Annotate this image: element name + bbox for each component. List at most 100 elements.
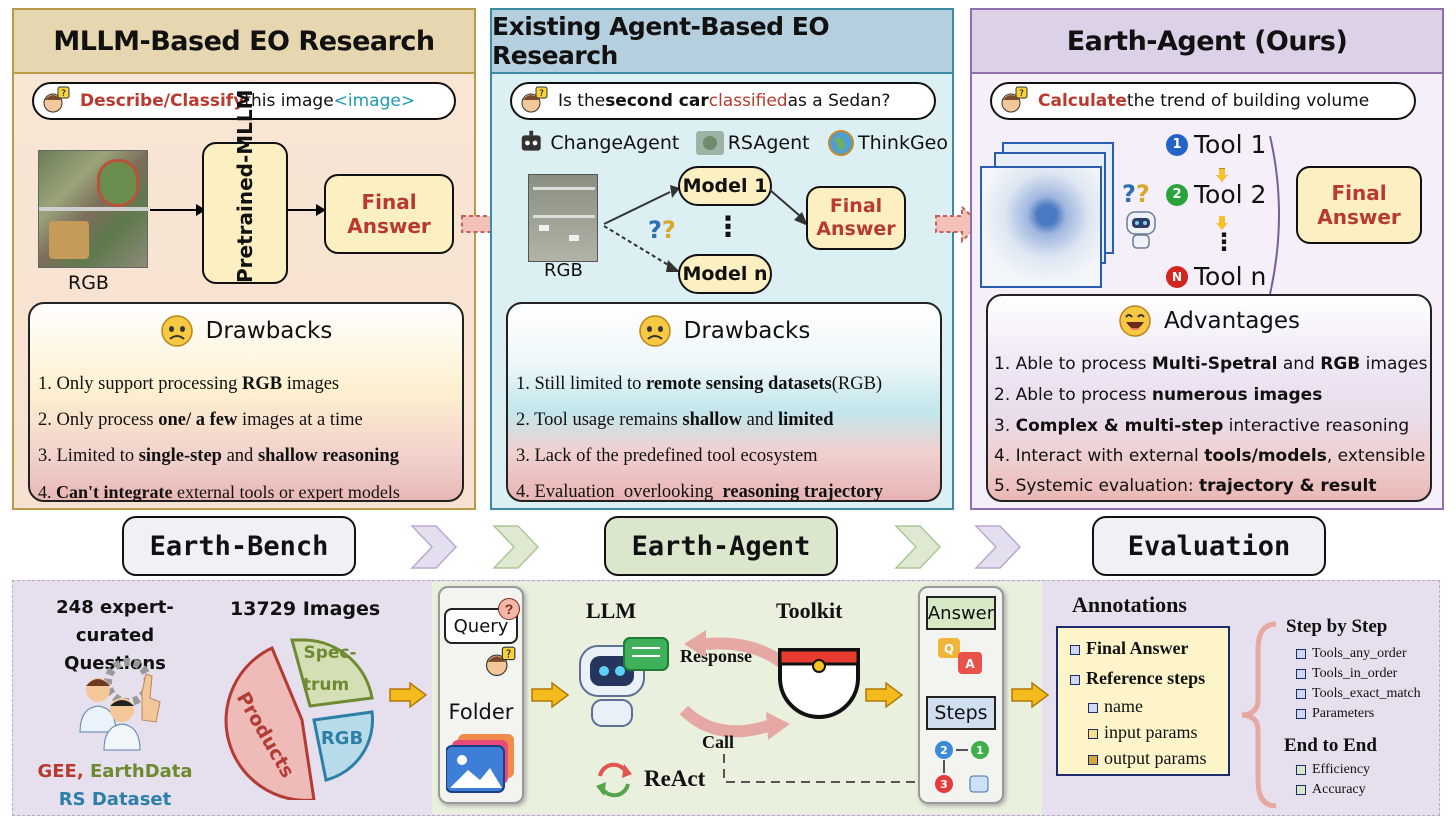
drawbacks-box: Drawbacks 1. Only support processing RGB… (28, 302, 464, 502)
robot-icon (1126, 211, 1156, 249)
query-action: Describe/Classify (80, 91, 245, 111)
checkbox-icon (1088, 702, 1098, 713)
checkbox-icon (1088, 728, 1098, 739)
arrow-right-icon (389, 682, 428, 708)
checkbox-icon (1296, 784, 1306, 795)
metric-item: Tools_exact_match (1296, 686, 1421, 702)
pretrained-mllm-box: Pretrained-MLLM (202, 89, 288, 284)
list-item: 4. Evaluation overlooking reasoning traj… (516, 482, 884, 502)
annotations-title: Annotations (1072, 592, 1187, 617)
checkbox-icon (1070, 674, 1080, 685)
chevron-right-icon (974, 525, 1022, 569)
checkbox-icon (1296, 648, 1306, 659)
list-item: 3. Lack of the predefined tool ecosystem (516, 446, 818, 466)
vertical-dots: ⋮ (1212, 228, 1236, 256)
agent-name: ChangeAgent (550, 132, 680, 154)
worried-face-icon (160, 315, 193, 347)
metric-item: Accuracy (1296, 782, 1366, 798)
llm-robot-icon (579, 637, 669, 727)
list-item: 5. Systemic evaluation: trajectory & res… (994, 476, 1377, 496)
query-bubble: ? Describe/Classify this image <image> (32, 82, 456, 120)
llm-label: LLM (586, 598, 637, 623)
checkbox-icon (1296, 764, 1306, 775)
svg-text:3: 3 (940, 778, 948, 791)
annotation-final-answer: Final Answer (1070, 638, 1189, 659)
pie-label-spectrum: Spec- (303, 643, 356, 663)
chevron-right-icon (894, 525, 942, 569)
metric-item: Parameters (1296, 706, 1374, 722)
rgb-satellite-image (38, 150, 149, 268)
metric-item: Efficiency (1296, 762, 1370, 778)
pie-label-spectrum-2: trum (303, 675, 349, 695)
chevron-right-icon (492, 525, 540, 569)
query-rest: this image (244, 91, 334, 111)
annotation-reference-steps: Reference steps (1070, 668, 1205, 689)
vertical-dots: ⋮ (714, 210, 742, 243)
experts-icon (79, 658, 161, 751)
panel-existing-agents: Existing Agent-Based EO Research ? Is th… (490, 8, 954, 510)
list-item: 3. Complex & multi-step interactive reas… (994, 416, 1410, 436)
satellite-photo-icon (696, 131, 724, 155)
drawbacks-box: Drawbacks 1. Still limited to remote sen… (506, 302, 942, 502)
down-arrow-icon (1216, 168, 1228, 182)
image-gallery-icon (446, 734, 514, 793)
confused-user-icon: ? (521, 86, 548, 113)
query-text: Is the (558, 91, 606, 111)
list-item: 2. Tool usage remains shallow and limite… (516, 410, 834, 430)
robot-icon (521, 130, 541, 151)
svg-text:?: ? (1019, 89, 1024, 99)
svg-text:?: ? (539, 89, 544, 99)
step-by-step-title: Step by Step (1286, 616, 1388, 637)
checkbox-icon (1296, 688, 1306, 699)
agent-list: ChangeAgent RSAgent ThinkGeo (518, 128, 948, 158)
svg-text:2: 2 (940, 744, 948, 757)
svg-text:Q: Q (944, 642, 954, 656)
query-token: <image> (333, 91, 416, 111)
pie-label-rgb: RGB (321, 728, 363, 749)
final-answer-box: Final Answer (324, 174, 454, 254)
dashed-arrow (723, 754, 934, 788)
bracket (1269, 135, 1280, 295)
curly-brace (1241, 621, 1277, 809)
list-item: 1. Only support processing RGB images (38, 374, 340, 394)
chevron-right-icon (410, 525, 458, 569)
questions-count: 248 expert-curated (56, 597, 174, 646)
source-earthdata: EarthData (83, 761, 193, 782)
checkbox-icon (1088, 754, 1098, 765)
answer-tag: Answer (926, 596, 996, 630)
confused-user-icon: ? (485, 646, 516, 677)
model-label: Pretrained-MLLM (233, 89, 257, 283)
advantages-title: Advantages (1163, 308, 1301, 334)
svg-text:?: ? (61, 89, 66, 99)
data-sources: GEE, EarthData RS Dataset (20, 758, 210, 814)
list-item: 3. Limited to single-step and shallow re… (38, 446, 399, 466)
agent-name: ThinkGeo (857, 132, 948, 154)
checkbox-icon (1070, 644, 1080, 655)
query-highlight: classified (708, 91, 788, 111)
stage-evaluation: Evaluation (1092, 516, 1326, 576)
list-item: 1. Still limited to remote sensing datas… (516, 374, 883, 394)
drawbacks-title: Drawbacks (205, 318, 333, 344)
drawbacks-title: Drawbacks (683, 318, 811, 344)
advantages-box: Advantages 1. Able to process Multi-Spet… (986, 294, 1432, 502)
questions-label: 248 expert-curated Questions (20, 594, 210, 678)
qa-chat-icon: QA (938, 638, 982, 674)
number-badge-icon: 1 (1166, 133, 1188, 156)
image-stack (980, 142, 1120, 292)
checkbox-icon (1296, 708, 1306, 719)
agent-name: RSAgent (727, 132, 810, 154)
number-badge-icon: N (1166, 265, 1188, 288)
stage-earth-bench: Earth-Bench (122, 516, 356, 576)
globe-icon (827, 130, 854, 156)
images-count: 13729 Images (230, 598, 381, 620)
svg-text:?: ? (506, 649, 511, 660)
panel-title: Earth-Agent (Ours) (972, 10, 1442, 74)
source-rs-dataset: RS Dataset (58, 789, 172, 810)
rgb-label: RGB (68, 272, 109, 294)
rgb-parking-image (528, 174, 598, 262)
confused-user-icon: ? (1001, 86, 1028, 113)
list-item: 1. Able to process Multi-Spetral and RGB… (994, 354, 1428, 374)
